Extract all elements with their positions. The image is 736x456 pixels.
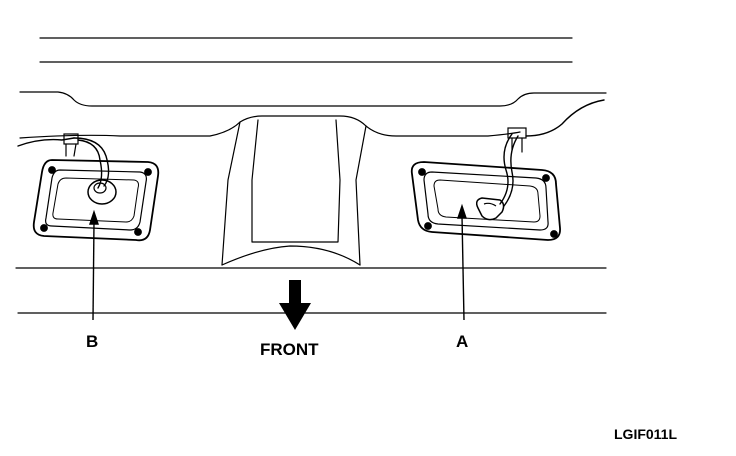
center-tunnel-2 bbox=[355, 125, 367, 266]
right-gasket-plate bbox=[410, 161, 561, 241]
center-tunnel bbox=[221, 121, 241, 266]
right-wiring bbox=[499, 99, 605, 207]
left-wiring bbox=[17, 133, 110, 189]
panel-upper-contour bbox=[19, 91, 607, 107]
leader-arrow-b bbox=[89, 209, 99, 321]
callout-label-b: B bbox=[86, 332, 99, 351]
panel-ridge bbox=[19, 115, 521, 139]
center-tunnel-face bbox=[221, 245, 361, 266]
center-tunnel-inner bbox=[251, 119, 341, 243]
callout-label-a: A bbox=[456, 332, 469, 351]
front-direction-label: FRONT bbox=[260, 340, 319, 359]
left-gasket-plate bbox=[32, 159, 160, 242]
front-direction-arrow bbox=[279, 280, 311, 330]
leader-arrow-a bbox=[457, 203, 467, 321]
figure-code: LGIF011L bbox=[614, 426, 678, 442]
